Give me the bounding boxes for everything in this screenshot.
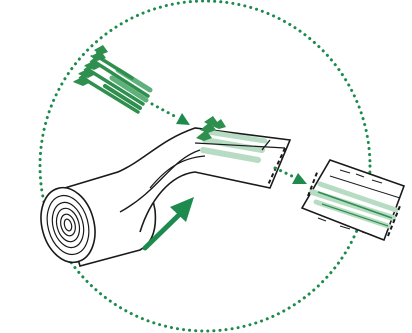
boundary-circle — [38, 0, 372, 333]
asparagus-bundle-input — [73, 45, 153, 114]
output-arrow-dotted — [273, 166, 307, 184]
film-sheet — [117, 116, 292, 233]
wrapped-package — [300, 159, 406, 242]
feed-arrow-dotted — [150, 102, 190, 125]
unroll-direction-arrow — [142, 197, 194, 251]
